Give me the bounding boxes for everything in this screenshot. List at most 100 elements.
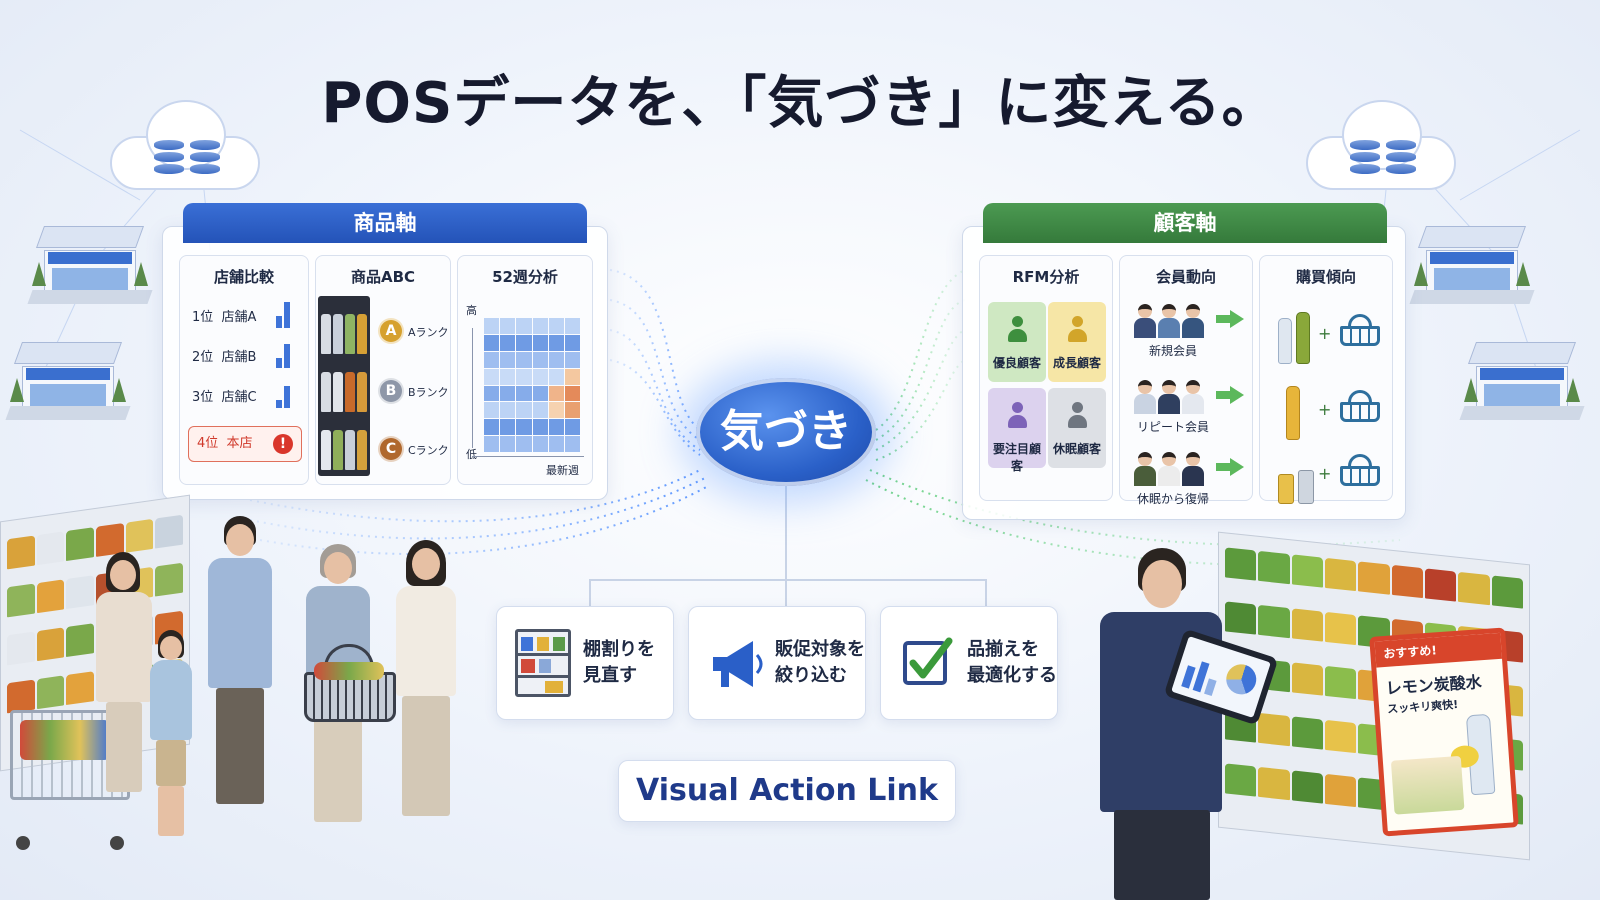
product-shelf-image (318, 296, 370, 476)
brand-logo-box: Visual Action Link (618, 760, 956, 822)
bar-chart-icon (276, 382, 298, 408)
arrow-right-icon (1216, 310, 1244, 328)
heatmap-cell (500, 385, 516, 402)
heatmap-cell (532, 385, 548, 402)
rank-row: 3位 店舗C (192, 386, 257, 405)
x-axis-line (472, 456, 584, 457)
action-label-line: 棚割りを (583, 639, 655, 660)
rfm-segment-label: 優良顧客 (992, 356, 1041, 370)
heatmap-cell (548, 402, 564, 419)
heatmap-cell (548, 351, 564, 368)
rfm-segment-attention: 要注目顧客 (988, 388, 1046, 473)
heatmap-cell (564, 419, 580, 436)
action-label-line: 品揃えを (967, 639, 1039, 660)
rank-number: 2位 (192, 350, 214, 365)
y-axis-low-label: 低 (466, 448, 477, 461)
weekly-analysis-title: 52週分析 (492, 268, 558, 286)
purchase-combo: + (1270, 304, 1390, 364)
store-building-icon (5, 342, 131, 422)
action-label-line: 絞り込む (775, 665, 847, 686)
shelf-icon (515, 629, 573, 699)
rank-number: 1位 (192, 310, 214, 325)
shopper-woman (88, 552, 158, 802)
heatmap-cell (532, 351, 548, 368)
can-icon (1278, 474, 1294, 504)
rfm-segment-loyal: 優良顧客 (988, 302, 1046, 382)
promo-head: おすすめ! (1374, 632, 1503, 668)
heatmap-cell (500, 334, 516, 351)
product-axis-header: 商品軸 (183, 203, 587, 243)
heatmap-cell (564, 436, 580, 452)
store-building-icon (1409, 226, 1535, 306)
heatmap-cell (564, 368, 580, 385)
person-icon (1007, 402, 1027, 430)
product-axis-panel: 商品軸 店舗比較 1位 店舗A 2位 店舗B 3位 店舗C 4位 本店 ! 商品… (162, 203, 608, 500)
heatmap-cell (548, 385, 564, 402)
heatmap-cell (532, 402, 548, 419)
purchase-trend-card: 購買傾向 + + + (1259, 255, 1393, 504)
heatmap-cell (532, 318, 548, 334)
person-icon (1067, 316, 1087, 344)
bar-chart-icon (276, 342, 298, 368)
arrow-right-icon (1216, 458, 1244, 476)
heatmap-cell (484, 436, 500, 452)
shopper-child (146, 630, 196, 850)
heatmap-cell (516, 419, 532, 436)
y-axis-line (472, 328, 473, 448)
heatmap-cell (516, 368, 532, 385)
family-photo (1390, 755, 1465, 815)
heatmap-cell (500, 351, 516, 368)
people-icon (1134, 298, 1214, 338)
heatmap-cell (532, 419, 548, 436)
heatmap-cell (564, 385, 580, 402)
insight-center-node: 気づき (696, 378, 876, 486)
rank-alert-row: 4位 本店 ! (188, 426, 302, 462)
heatmap-cell (500, 402, 516, 419)
promo-subtitle: スッキリ爽快! (1386, 697, 1459, 716)
cloud-database-icon-right (1306, 100, 1456, 190)
people-icon (1134, 374, 1214, 414)
shopper-young-woman (386, 540, 466, 830)
heatmap-cell (500, 436, 516, 452)
store-compare-card: 店舗比較 1位 店舗A 2位 店舗B 3位 店舗C 4位 本店 ! (179, 255, 309, 485)
action-card-shelf[interactable]: 棚割りを 見直す (496, 606, 674, 720)
heatmap-cell (484, 385, 500, 402)
action-card-promotion[interactable]: 販促対象を 絞り込む (688, 606, 866, 720)
heatmap-cell (484, 318, 500, 334)
shopper-man (200, 516, 280, 816)
cloud-database-icon-left (110, 100, 260, 190)
medal-c-icon: C (378, 436, 404, 462)
action-label-line: 見直す (583, 665, 637, 686)
alert-icon: ! (273, 434, 293, 454)
purchase-combo: + (1270, 444, 1390, 504)
heatmap-cell (500, 419, 516, 436)
heatmap-cell (564, 351, 580, 368)
rank-store: 本店 (226, 436, 253, 451)
heatmap-cell (516, 351, 532, 368)
action-card-assortment[interactable]: 品揃えを 最適化する (880, 606, 1058, 720)
basket-icon (1340, 314, 1380, 348)
store-staff (1090, 548, 1240, 900)
people-icon (1134, 446, 1214, 486)
plus-sign: + (1318, 464, 1332, 483)
heatmap-cell (564, 402, 580, 419)
purchase-combo: + (1270, 380, 1390, 440)
heatmap-cell (548, 436, 564, 452)
heatmap-cell (484, 419, 500, 436)
promo-title: レモン炭酸水 (1385, 672, 1483, 698)
heatmap-cell (484, 351, 500, 368)
member-trend-title: 会員動向 (1155, 268, 1216, 286)
heatmap-cell (500, 318, 516, 334)
action-label-line: 販促対象を (775, 639, 865, 660)
product-abc-card: 商品ABC A Aランク B Bランク C Cランク (315, 255, 451, 485)
heatmap-cell (548, 318, 564, 334)
heatmap-cell (548, 334, 564, 351)
heatmap-cell (564, 334, 580, 351)
member-row-label: 休眠から復帰 (1136, 492, 1209, 506)
action-label-line: 最適化する (967, 665, 1057, 686)
heatmap-cell (484, 402, 500, 419)
person-icon (1067, 402, 1087, 430)
abc-rank-label: Cランク (408, 444, 449, 457)
bottle-icon (1286, 386, 1300, 440)
rfm-segment-label: 成長顧客 (1052, 356, 1101, 370)
